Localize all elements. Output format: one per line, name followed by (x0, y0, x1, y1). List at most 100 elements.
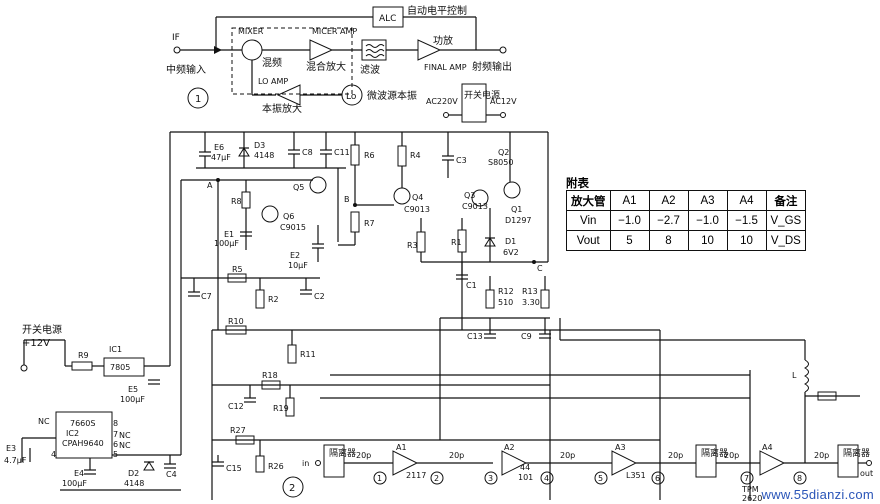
e6-value: 47μF (211, 153, 231, 162)
c13-label: C13 (467, 332, 483, 341)
if-input-label: 中频输入 (166, 63, 206, 76)
v12-label: +12V (22, 338, 50, 349)
ac12-label: AC12V (490, 97, 517, 106)
c-20p-1: 20p (356, 451, 371, 460)
lo-amp-symbol (276, 84, 301, 106)
q6-value: C9015 (280, 223, 306, 232)
ic2-label: IC2 (66, 429, 79, 438)
table-header-cell: 备注 (765, 190, 807, 211)
lo-cn-label: 微波源本振 (367, 89, 417, 102)
table-header-cell: A1 (609, 190, 650, 211)
q6-label: Q6 (283, 212, 294, 221)
c7-label: C7 (201, 292, 212, 301)
alc-label: ALC (379, 14, 396, 24)
filter-cn-label: 滤波 (360, 63, 380, 76)
table-cell: −2.7 (648, 210, 689, 231)
node-a-label: A (207, 181, 213, 190)
a4-value-2: 2620 (742, 494, 762, 503)
c8-label: C8 (302, 148, 313, 157)
a2-label: A2 (504, 443, 515, 452)
block-diagram: IF 中频输入 ALC 自动电平控制 MIXER 混频 MICER AMP 混合… (166, 4, 517, 123)
r8-label: R8 (231, 197, 242, 206)
a2-value-2: 101 (518, 473, 533, 482)
node-2: 2 (434, 474, 439, 483)
power-supply: 开关电源 +12V R9 IC1 7805 E5 100μF NC NC NC … (4, 323, 181, 491)
ic2-pin7: 7 (113, 430, 118, 439)
table-cell: Vin (566, 210, 611, 231)
table-row: Vout 5 8 10 10 V_DS (566, 230, 807, 251)
watermark-url: www.55dianzi.com (761, 487, 874, 502)
mixer-cn-label: 混频 (262, 56, 282, 69)
amp-a4 (759, 450, 786, 476)
amp-a3 (611, 450, 638, 476)
ic2-pin6: 6 (113, 440, 118, 449)
table-header-cell: A4 (726, 190, 767, 211)
q1-label: Q1 (511, 205, 522, 214)
psu-label: 开关电源 (22, 323, 62, 336)
c12-label: C12 (228, 402, 244, 411)
table-cell: −1.0 (687, 210, 728, 231)
node-c-label: C (537, 264, 543, 273)
q4-value: C9013 (404, 205, 430, 214)
q5-label: Q5 (293, 183, 304, 192)
lo-label: Lo (346, 92, 357, 102)
r19-label: R19 (273, 404, 289, 413)
c-20p-4: 20p (668, 451, 683, 460)
table-header-cell: A3 (687, 190, 728, 211)
a1-label: A1 (396, 443, 407, 452)
isolator-in (323, 444, 345, 478)
node-4: 4 (544, 474, 549, 483)
q2-label: Q2 (498, 148, 509, 157)
table-header-cell: A2 (648, 190, 689, 211)
q3-label: Q3 (464, 191, 475, 200)
d3-value: 4148 (254, 151, 274, 160)
rf-out-label: out (860, 469, 873, 478)
c-20p-5: 20p (724, 451, 739, 460)
table-cell: 10 (726, 230, 767, 251)
switch-psu-label: 开关电源 (464, 89, 500, 101)
e2-label: E2 (290, 251, 300, 260)
switch-psu-block (461, 83, 487, 123)
table-cell: V_GS (765, 210, 807, 231)
micer-amp-cn-label: 混合放大 (306, 60, 346, 73)
section-2-number: 2 (289, 483, 295, 494)
mixer-symbol (241, 39, 263, 61)
node-5: 5 (598, 474, 603, 483)
d3-label: D3 (254, 141, 265, 150)
e5-label: E5 (128, 385, 138, 394)
final-amp-symbol (417, 39, 442, 61)
d2-value: 4148 (124, 479, 144, 488)
ic2-nc-3: NC (119, 441, 131, 450)
q3-value: C9013 (462, 202, 488, 211)
e4-label: E4 (74, 469, 84, 478)
ic2-pin8: 8 (113, 419, 118, 428)
c9-label: C9 (521, 332, 532, 341)
table-cell: −1.0 (609, 210, 650, 231)
isolator-in-label: 隔离器 (329, 447, 356, 459)
node-7: 7 (744, 474, 749, 483)
r12-value: 510 (498, 298, 513, 307)
r4-label: R4 (410, 151, 421, 160)
mixer-label: MIXER (238, 27, 264, 36)
table-header-cell: 放大管 (566, 190, 611, 211)
e6-label: E6 (214, 143, 224, 152)
lo-source-symbol (341, 84, 363, 106)
r7-label: R7 (364, 219, 375, 228)
a1-value: 2117 (406, 471, 426, 480)
ic2-block (55, 411, 113, 459)
table-cell: −1.5 (726, 210, 767, 231)
r12-label: R12 (498, 287, 514, 296)
ic2-nc-1: NC (38, 417, 50, 426)
ic1-value: 7805 (110, 363, 130, 372)
alc-cn-label: 自动电平控制 (407, 4, 467, 17)
isolator-mid (695, 444, 717, 478)
amp-a2 (501, 450, 528, 476)
e5-value: 100μF (120, 395, 145, 404)
bias-table: 放大管 A1 A2 A3 A4 备注 Vin −1.0 −2.7 −1.0 −1… (566, 190, 807, 251)
table-cell: V_DS (765, 230, 807, 251)
r3-label: R3 (407, 241, 418, 250)
ic1-label: IC1 (109, 345, 122, 354)
e3-value: 4.7μF (4, 456, 27, 465)
q2-value: S8050 (488, 158, 513, 167)
if-label: IF (172, 33, 180, 43)
